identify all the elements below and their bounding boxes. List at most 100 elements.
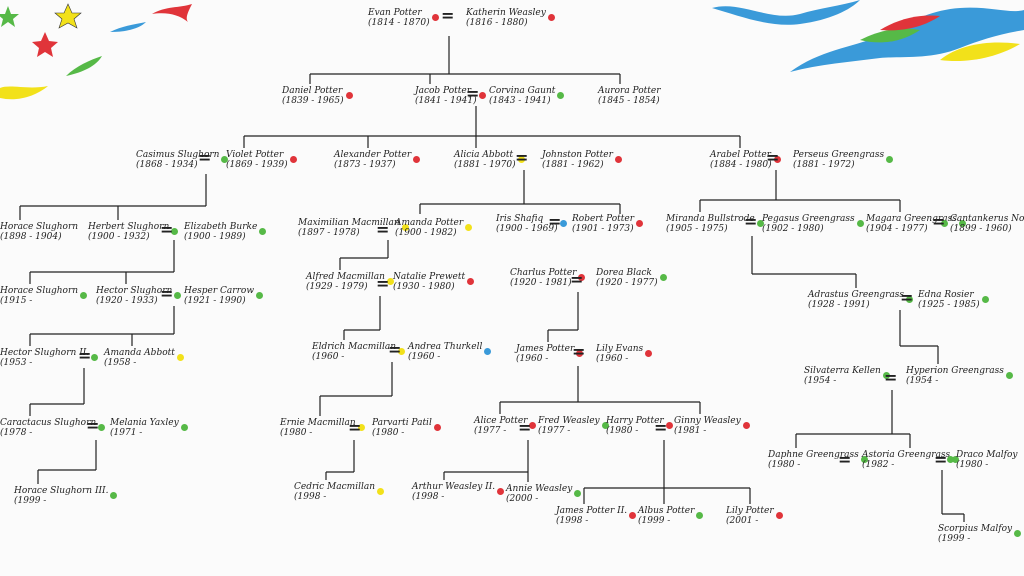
marriage-sign-icon: =: [86, 416, 100, 435]
person-years: (1999 -: [14, 496, 47, 506]
person-arabel: Arabel Potter(1884 - 1980): [710, 150, 772, 170]
person-name: Herbert Slughorn: [88, 222, 170, 232]
person-name: Magara Greengrass: [866, 214, 957, 224]
yellow-house-dot-icon: [377, 488, 384, 495]
person-andrea: Andrea Thurkell(1960 -: [408, 342, 482, 362]
green-house-dot-icon: [602, 422, 609, 429]
green-house-dot-icon: [174, 292, 181, 299]
yellow-house-dot-icon: [398, 348, 405, 355]
person-years: (1928 - 1991): [808, 300, 870, 310]
person-james2: James Potter II.(1998 -: [556, 506, 627, 526]
person-name: Cantankerus Nott: [950, 214, 1024, 224]
person-years: (1900 - 1932): [88, 232, 150, 242]
person-years: (1980 -: [606, 426, 639, 436]
person-name: Alexander Potter: [334, 150, 412, 160]
green-house-dot-icon: [696, 512, 703, 519]
person-magara: Magara Greengrass(1904 - 1977): [866, 214, 957, 234]
marriage-sign-icon: =: [376, 274, 390, 293]
person-years: (1904 - 1977): [866, 224, 928, 234]
marriage-sign-icon: =: [548, 212, 562, 231]
person-name: Amanda Abbott: [104, 348, 175, 358]
person-name: Daphne Greengrass: [768, 450, 859, 460]
marriage-sign-icon: =: [376, 220, 390, 239]
red-house-dot-icon: [743, 422, 750, 429]
red-house-dot-icon: [578, 274, 585, 281]
person-natalie: Natalie Prewett(1930 - 1980): [393, 272, 465, 292]
person-horace2: Horace Slughorn(1915 -: [0, 286, 78, 306]
person-name: Miranda Bullstrode: [666, 214, 755, 224]
red-house-dot-icon: [467, 278, 474, 285]
person-name: Edna Rosier: [918, 290, 974, 300]
person-name: Adrastus Greengrass: [808, 290, 905, 300]
person-name: Daniel Potter: [282, 86, 343, 96]
person-years: (1897 - 1978): [298, 228, 360, 238]
person-harry: Harry Potter(1980 -: [606, 416, 664, 436]
red-house-dot-icon: [529, 422, 536, 429]
person-name: Maximilian Macmillan: [298, 218, 400, 228]
person-years: (1929 - 1979): [306, 282, 368, 292]
person-years: (1898 - 1904): [0, 232, 62, 242]
person-corvina: Corvina Gaunt(1843 - 1941): [489, 86, 555, 106]
green-house-dot-icon: [171, 228, 178, 235]
red-house-dot-icon: [548, 14, 555, 21]
person-name: Iris Shafiq: [496, 214, 544, 224]
person-years: (1980 -: [956, 460, 989, 470]
marriage-sign-icon: =: [934, 450, 948, 469]
person-daphne: Daphne Greengrass(1980 -: [768, 450, 859, 470]
green-house-dot-icon: [574, 490, 581, 497]
person-years: (1980 -: [280, 428, 313, 438]
person-alexander: Alexander Potter(1873 - 1937): [334, 150, 411, 170]
person-years: (1915 -: [0, 296, 33, 306]
red-star-icon: [32, 32, 58, 57]
green-house-dot-icon: [1006, 372, 1013, 379]
person-name: Ginny Weasley: [674, 416, 741, 426]
person-name: Draco Malfoy: [956, 450, 1018, 460]
person-years: (1925 - 1985): [918, 300, 980, 310]
person-name: Silvaterra Kellen: [804, 366, 881, 376]
marriage-sign-icon: =: [78, 346, 92, 365]
stars-decoration: [0, 3, 82, 57]
person-name: Perseus Greengrass: [793, 150, 885, 160]
marriage-sign-icon: =: [348, 418, 362, 437]
marriage-sign-icon: =: [515, 148, 529, 167]
green-house-dot-icon: [557, 92, 564, 99]
person-astoria: Astoria Greengrass(1982 -: [862, 450, 950, 470]
person-name: Evan Potter: [368, 8, 422, 18]
person-name: Hesper Carrow: [184, 286, 255, 296]
person-hector1: Hector Slughorn(1920 - 1933): [96, 286, 172, 306]
person-years: (1960 -: [516, 354, 549, 364]
person-years: (1902 - 1980): [762, 224, 824, 234]
red-house-dot-icon: [666, 422, 673, 429]
person-years: (1814 - 1870): [368, 18, 430, 28]
person-years: (1998 -: [294, 492, 327, 502]
person-years: (1905 - 1975): [666, 224, 728, 234]
red-house-dot-icon: [434, 424, 441, 431]
green-star-icon: [0, 6, 19, 27]
person-years: (1900 - 1969): [496, 224, 558, 234]
person-charlus: Charlus Potter(1920 - 1981): [510, 268, 576, 288]
person-years: (1999 -: [638, 516, 671, 526]
comet-blue-icon: [110, 22, 146, 32]
person-horace3: Horace Slughorn III.(1999 -: [14, 486, 108, 506]
person-years: (1901 - 1973): [572, 224, 634, 234]
green-house-dot-icon: [941, 220, 948, 227]
dragon-wing-green-icon: [860, 28, 920, 43]
person-name: Annie Weasley: [506, 484, 573, 494]
person-years: (2001 -: [726, 516, 759, 526]
red-house-dot-icon: [636, 220, 643, 227]
marriage-sign-icon: =: [198, 148, 212, 167]
person-years: (1980 -: [768, 460, 801, 470]
person-name: Dorea Black: [596, 268, 652, 278]
person-name: Jacob Potter: [415, 86, 472, 96]
person-name: Hector Slughorn II.: [0, 348, 90, 358]
person-years: (1841 - 1941): [415, 96, 477, 106]
marriage-sign-icon: =: [838, 450, 852, 469]
person-herbert: Herbert Slughorn(1900 - 1932): [88, 222, 169, 242]
person-name: Astoria Greengrass: [862, 450, 951, 460]
person-years: (1953 -: [0, 358, 33, 368]
person-years: (1998 -: [412, 492, 445, 502]
dragon-body-icon: [790, 7, 1024, 73]
marriage-sign-icon: =: [160, 220, 174, 239]
marriage-sign-icon: =: [932, 212, 946, 231]
